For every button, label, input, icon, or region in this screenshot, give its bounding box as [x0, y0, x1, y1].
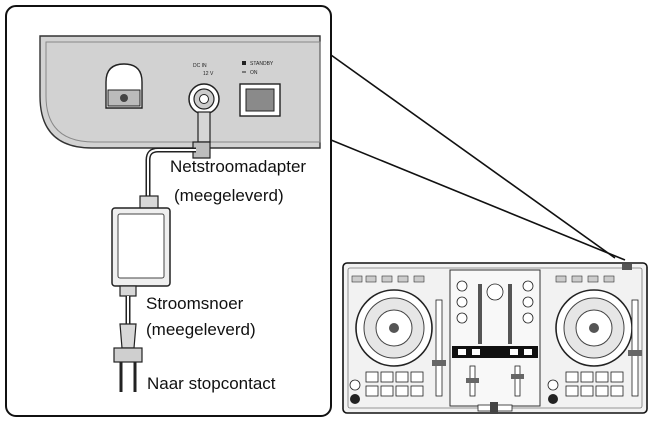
dc-in-port — [188, 83, 220, 115]
right-deck — [547, 264, 642, 404]
left-deck — [349, 275, 446, 404]
on-label: ON — [250, 70, 258, 76]
standby-label: STANDBY — [250, 61, 274, 67]
security-slot-icon — [105, 63, 143, 109]
dc-in-voltage-label: 12 V — [203, 71, 214, 77]
zoom-callout-lines — [330, 54, 626, 261]
ac-adapter-icon — [111, 195, 171, 297]
cord-label-line2: (meegeleverd) — [146, 320, 256, 339]
dj-controller-icon — [342, 262, 648, 414]
outlet-label: Naar stopcontact — [147, 374, 276, 393]
dc-plug — [192, 111, 211, 159]
adapter-label-line2: (meegeleverd) — [174, 186, 284, 205]
power-switch — [239, 83, 281, 117]
adapter-label-line1: Netstroomadapter — [170, 157, 306, 176]
mixer-section — [449, 269, 541, 414]
rear-panel: DC IN 12 V STANDBY ON — [39, 35, 321, 149]
dc-in-label: DC IN — [193, 63, 207, 69]
cord-label-line1: Stroomsnoer — [146, 294, 244, 313]
wall-plug-icon — [113, 323, 143, 392]
